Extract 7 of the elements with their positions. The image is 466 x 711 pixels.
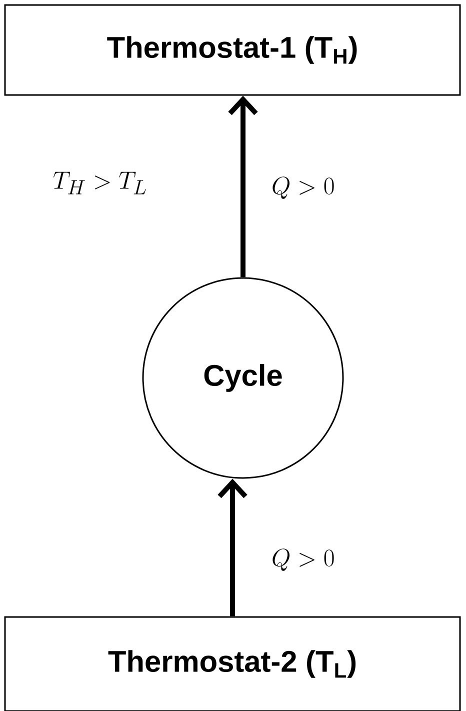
arrow: [218, 478, 248, 616]
edge-label: $Q > 0$: [272, 176, 334, 199]
edge-label: $Q > 0$: [272, 548, 334, 571]
thermostat-box: Thermostat-2 (T$_{L}$): [4, 616, 461, 711]
arrow: [228, 96, 258, 278]
thermostat-box: Thermostat-1 (T$_{H}$): [4, 4, 461, 96]
condition-label: $T_H > T_L$: [53, 172, 146, 194]
